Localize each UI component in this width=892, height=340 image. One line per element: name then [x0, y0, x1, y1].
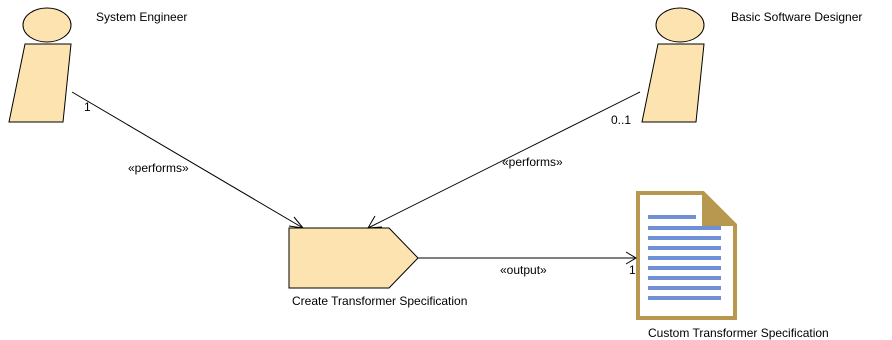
task-create-transformer-specification[interactable]: Create Transformer Specification: [288, 227, 467, 308]
role-body-icon: [8, 43, 72, 123]
edge-stereotype: «performs»: [128, 161, 189, 175]
work-product-name: Custom Transformer Specification: [648, 326, 829, 340]
task-shape-icon: [288, 227, 419, 289]
role-basic-software-designer[interactable]: Basic Software Designer: [641, 7, 862, 123]
edge-stereotype: «output»: [500, 263, 547, 277]
document-icon: [636, 190, 738, 320]
edge-multiplicity: 0..1: [611, 113, 631, 127]
edge-performs-basic-software-designer: 0..1 «performs»: [367, 91, 641, 229]
work-product-custom-transformer-specification[interactable]: Custom Transformer Specification: [636, 190, 829, 340]
role-name: System Engineer: [96, 10, 187, 24]
edge-multiplicity: 1: [84, 100, 91, 114]
role-head-icon: [655, 7, 705, 43]
task-name: Create Transformer Specification: [292, 294, 467, 308]
edge-performs-system-engineer: 1 «performs»: [71, 91, 305, 229]
edge-stereotype: «performs»: [502, 155, 563, 169]
edge-multiplicity: 1: [629, 263, 636, 277]
role-name: Basic Software Designer: [731, 10, 862, 24]
edge-output: «output» 1: [418, 251, 637, 277]
role-body-icon: [641, 43, 705, 123]
role-head-icon: [22, 7, 72, 43]
role-system-engineer[interactable]: System Engineer: [8, 7, 187, 123]
